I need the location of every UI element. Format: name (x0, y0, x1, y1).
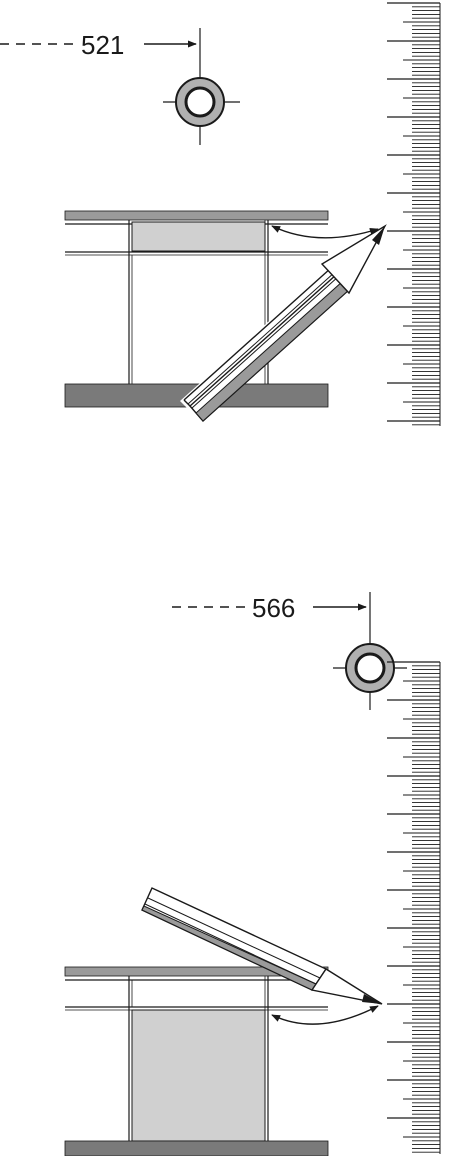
figure-top: 521 (0, 2, 441, 426)
figure-bottom: 566 (64, 592, 441, 1156)
dimension-line-top: 521 (0, 28, 201, 74)
dimension-value-top: 521 (81, 30, 124, 60)
double-arrow-top (271, 225, 379, 239)
measuring-ruler-bottom (387, 661, 441, 1154)
drill-target-icon (333, 640, 407, 710)
drill-target-icon (163, 74, 240, 145)
measuring-ruler-top (387, 2, 441, 426)
double-arrow-bottom (271, 1005, 379, 1025)
pencil-icon (180, 224, 387, 422)
pencil-icon (138, 886, 383, 1005)
dimension-line-bottom: 566 (172, 592, 371, 640)
dimension-value-bottom: 566 (252, 593, 295, 623)
cabinet-bottom (64, 966, 329, 1156)
